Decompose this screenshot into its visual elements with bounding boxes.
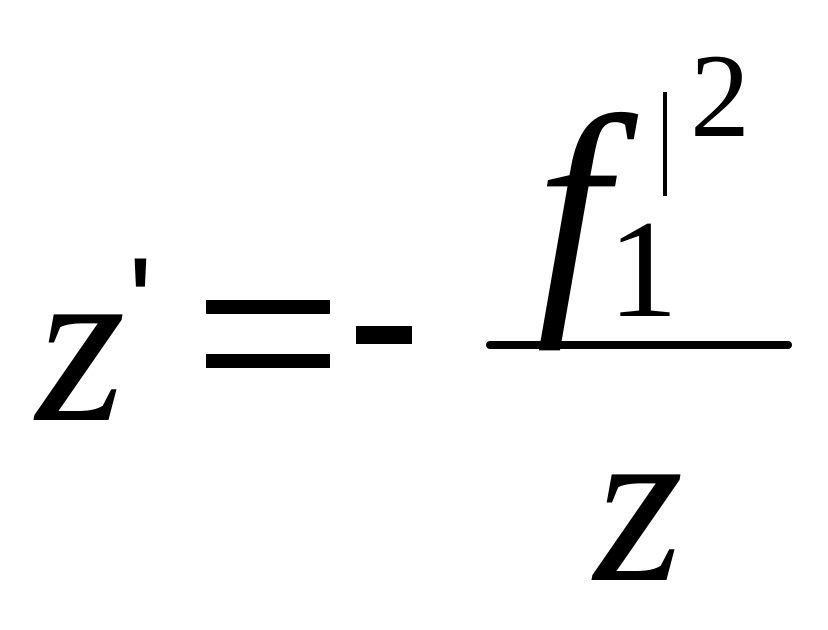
equals-bar-bottom [206, 354, 330, 368]
equals-sign [206, 300, 330, 368]
absolute-value-bar [663, 92, 667, 196]
equals-bar-top [206, 300, 330, 314]
minus-sign [356, 326, 412, 344]
numerator-variable: f [536, 64, 609, 352]
fraction-line [486, 341, 792, 349]
prime-mark: ' [128, 230, 153, 376]
lhs-variable: z [36, 215, 126, 470]
numerator-subscript: 1 [608, 192, 678, 347]
numerator-exponent: 2 [690, 29, 750, 162]
formula: z ' f 1 2 z [36, 29, 792, 618]
denominator-variable: z [594, 375, 684, 630]
